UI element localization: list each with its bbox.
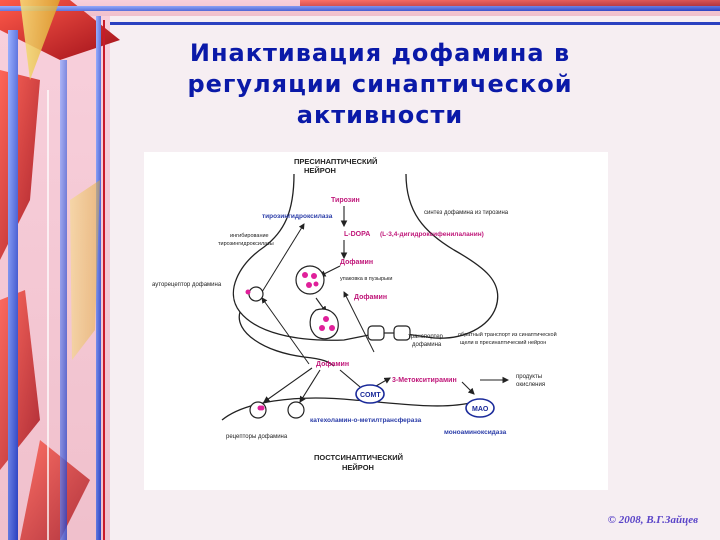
tyrosine-hydroxylase-label: тирозингидроксилаза xyxy=(262,213,333,220)
methoxytyramine-label: 3-Метокситирамин xyxy=(392,377,457,384)
autoreceptor-label: ауторецептор дофамина xyxy=(152,282,222,288)
dopamine-transporter xyxy=(367,325,411,341)
vesicle-dot xyxy=(306,282,312,288)
dopamine-receptor xyxy=(287,401,305,419)
dopamine-receptor xyxy=(249,401,267,419)
mao-full-label: моноаминоксидаза xyxy=(444,429,507,436)
title-line-1: Инактивация дофамина в xyxy=(189,39,571,67)
copyright: © 2008, В.Г.Зайцев xyxy=(607,514,698,526)
autoreceptor xyxy=(248,286,264,302)
arrow-reuptake xyxy=(343,291,375,353)
postsynaptic-label-1: ПОСТСИНАПТИЧЕСКИЙ xyxy=(314,453,403,462)
comt-full-label: катехоламин-о-метилтрансфераза xyxy=(310,417,422,424)
reuptake-label-1: обратный транспорт из синаптической xyxy=(458,331,557,338)
arrow-to-receptor-1 xyxy=(263,367,313,403)
inhibition-label-2: тирозингидроксилазы xyxy=(218,241,274,247)
vesicle-dot xyxy=(313,281,319,287)
arrow-to-receptor-2 xyxy=(299,369,321,403)
oxidation-label-2: окисления xyxy=(516,382,545,388)
synapse-diagram: ПРЕСИНАПТИЧЕСКИЙ НЕЙРОН Тирозин тирозинг… xyxy=(152,157,557,472)
autoreceptor-ligand xyxy=(245,289,251,295)
title-line-3: активности xyxy=(296,101,464,129)
dopamine-label-3: Дофамин xyxy=(316,361,349,368)
postsynaptic-membrane xyxy=(221,397,475,421)
reuptake-label-2: щели в пресинаптический нейрон xyxy=(460,339,546,346)
oxidation-label-1: продукты xyxy=(516,374,542,380)
mao-enzyme xyxy=(465,398,495,418)
presynaptic-label-1: ПРЕСИНАПТИЧЕСКИЙ xyxy=(294,157,377,166)
vesicle xyxy=(295,265,325,295)
presynaptic-membrane xyxy=(232,173,499,341)
ldopa-label: L-DOPA xyxy=(344,231,370,238)
comt-label: COMT xyxy=(360,392,381,399)
vesicle-packing-label: упаковка в пузырьки xyxy=(340,276,392,282)
dopamine-label-1: Дофамин xyxy=(340,259,373,266)
vesicle-dot xyxy=(302,272,308,278)
presynaptic-label-2: НЕЙРОН xyxy=(304,166,336,175)
receptors-label: рецепторы дофамина xyxy=(226,434,288,440)
arrow-methoxy-mao xyxy=(461,381,475,395)
ldopa-full-label: (L-3,4-дигидроксифенилаланин) xyxy=(380,231,484,238)
receptor-ligand xyxy=(259,405,265,411)
slide-title: Инактивация дофамина в регуляции синапти… xyxy=(150,38,610,131)
release-dot xyxy=(319,325,325,331)
title-line-2: регуляции синаптической xyxy=(187,70,573,98)
fusing-vesicle xyxy=(309,308,339,340)
comt-enzyme xyxy=(355,384,385,404)
diagram-panel: ПРЕСИНАПТИЧЕСКИЙ НЕЙРОН Тирозин тирозинг… xyxy=(144,152,608,490)
tyrosine-label: Тирозин xyxy=(331,197,360,204)
postsynaptic-label-2: НЕЙРОН xyxy=(342,463,374,472)
synthesis-note: синтез дофамина из тирозина xyxy=(424,210,509,216)
transporter-label-1: транспортер xyxy=(408,334,444,340)
release-dot xyxy=(329,325,335,331)
vesicle-dot xyxy=(311,273,317,279)
release-dot xyxy=(323,316,329,322)
arrow-comt-methoxy xyxy=(375,377,391,387)
inhibition-label-1: ингибирование xyxy=(230,233,269,239)
arrow-inhibition xyxy=(261,223,305,293)
mao-label: MAO xyxy=(472,406,489,413)
arrow-to-autoreceptor xyxy=(261,297,310,365)
dopamine-label-2: Дофамин xyxy=(354,294,387,301)
transporter-label-2: дофамина xyxy=(412,342,442,348)
